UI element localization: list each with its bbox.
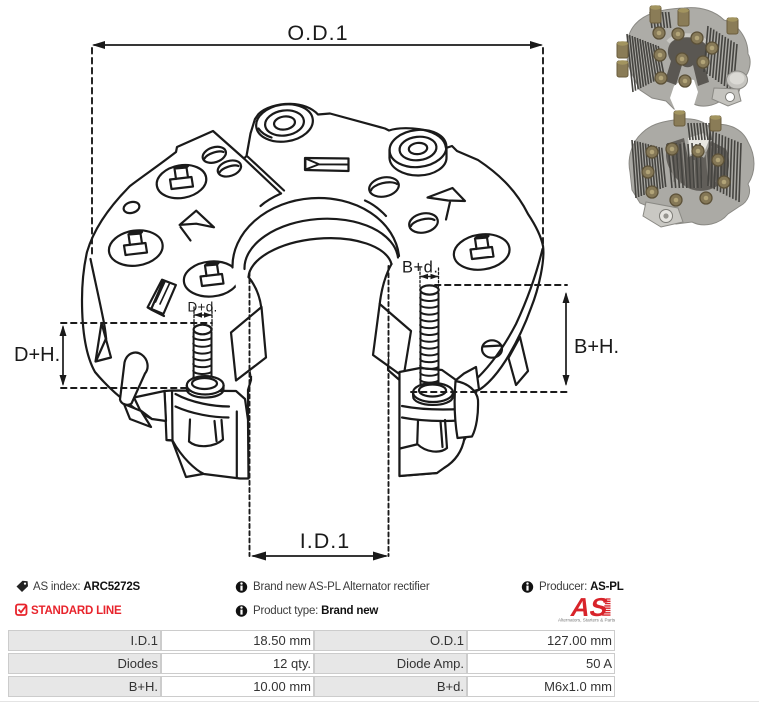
svg-text:I.D.1: I.D.1 [300, 529, 350, 553]
svg-text:Alternators, Starters & Parts: Alternators, Starters & Parts [558, 618, 616, 623]
svg-text:O.D.1: O.D.1 [287, 21, 348, 45]
svg-text:B+d.: B+d. [402, 259, 438, 277]
svg-text:B+H.: B+H. [574, 336, 619, 358]
svg-text:AS: AS [568, 592, 611, 622]
svg-text:D+H.: D+H. [14, 344, 60, 366]
svg-text:D+d.: D+d. [188, 300, 218, 315]
